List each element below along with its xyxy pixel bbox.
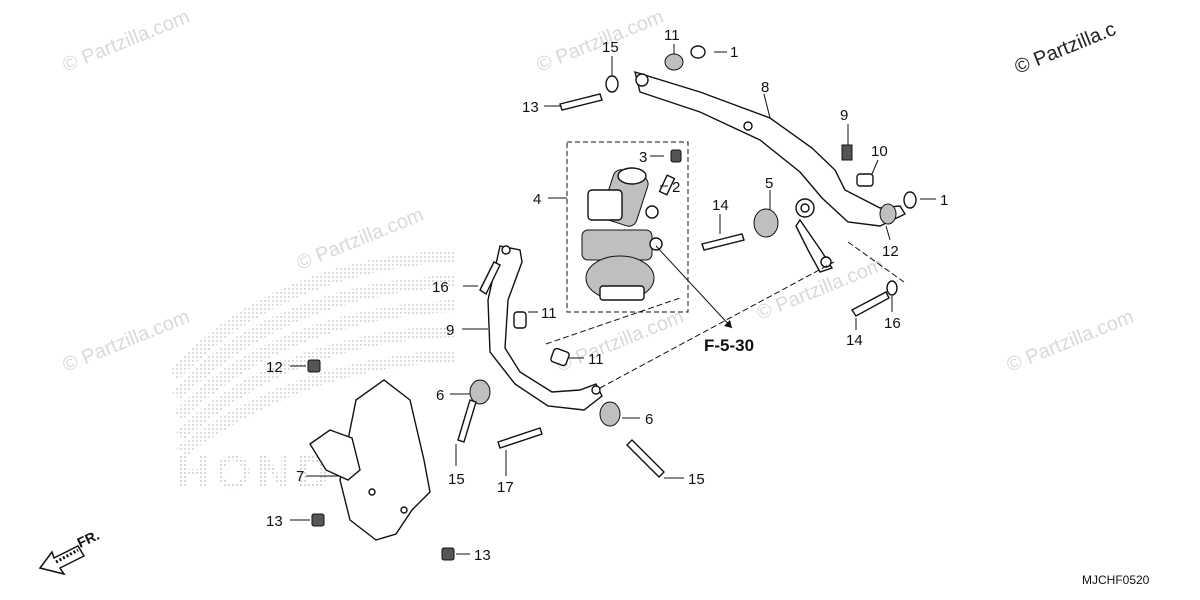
callout-labels: 1 1 2 3 4 5 6 6 7 8 9 10 11 11 11 12 12 …: [266, 27, 948, 564]
callout-14: 14: [846, 332, 863, 349]
callout-13: 12: [266, 359, 283, 376]
watermark-dark: © Partzilla.c: [1012, 18, 1119, 78]
watermark: © Partzilla.com: [60, 306, 193, 377]
callout-16: 16: [884, 315, 901, 332]
left-bracket-9: [487, 245, 603, 411]
callout-11: 11: [588, 351, 604, 368]
callout-8: 8: [761, 79, 769, 96]
callout-7: 7: [296, 468, 304, 485]
callout-6: 6: [645, 411, 653, 428]
callout-14: 13: [522, 99, 539, 116]
watermark: © Partzilla.com: [534, 6, 667, 77]
callout-11: 10: [871, 143, 888, 160]
callout-15: 15: [448, 471, 465, 488]
reference-label: F-5-30: [704, 336, 754, 355]
callout-2: 2: [672, 179, 680, 196]
upper-bracket-8: [634, 70, 907, 273]
honda-wing-background: [170, 250, 455, 456]
callout-3: 3: [639, 149, 647, 166]
lower-cover-7: [309, 379, 431, 541]
callout-1: 1: [730, 44, 738, 61]
callout-16: 15: [602, 39, 619, 56]
leader-lines: [290, 44, 936, 555]
watermark: © Partzilla.com: [554, 306, 687, 377]
callout-4: 4: [533, 191, 541, 208]
callout-15: 14: [712, 197, 729, 214]
watermark: © Partzilla.com: [60, 6, 193, 77]
hardware: [307, 45, 917, 561]
callout-9-label: 9: [446, 322, 454, 339]
bleeder-3-2: [658, 149, 682, 196]
watermark: © Partzilla.com: [1004, 306, 1137, 377]
callout-1: 1: [940, 192, 948, 209]
callout-11: 11: [541, 305, 557, 322]
actuator-assembly-4: [566, 141, 689, 313]
callout-13: 13: [474, 547, 491, 564]
callout-15: 15: [688, 471, 705, 488]
callout-17: 16: [432, 279, 449, 296]
callout-17: 17: [497, 479, 514, 496]
callout-10: 9: [840, 107, 848, 124]
callout-13: 13: [266, 513, 283, 530]
callout-5: 5: [765, 175, 773, 192]
direction-label: FR.: [75, 527, 102, 551]
front-direction-arrow: FR.: [38, 527, 102, 576]
diagram-code: MJCHF0520: [1082, 573, 1150, 587]
callout-12: 11: [664, 27, 680, 44]
callout-6: 6: [436, 387, 444, 404]
callout-12: 12: [882, 243, 899, 260]
